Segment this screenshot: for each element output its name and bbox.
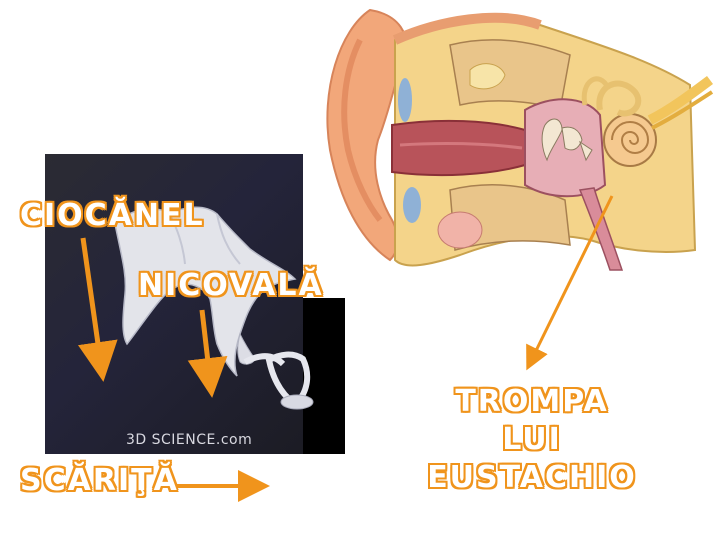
eustachian-arrow	[526, 195, 614, 371]
ossicles-render-panel	[45, 154, 303, 454]
ear-anatomy-illustration	[326, 8, 714, 271]
stirrup-label: SCĂRIŢĂ	[20, 463, 179, 498]
hammer-arrow	[77, 237, 118, 382]
eustachian-label-line1: TROMPA	[455, 384, 609, 419]
ossicles-illustration	[114, 206, 314, 410]
anvil-arrow	[187, 309, 228, 398]
auditory-nerve	[647, 75, 713, 125]
watermark: 3D SCIENCE.com	[126, 432, 253, 448]
eustachian-label-line2: LUI	[502, 422, 562, 457]
cochlea	[603, 113, 657, 167]
eustachian-tube	[578, 187, 624, 271]
malleus-incus-shape	[114, 206, 297, 377]
stapes-shape	[243, 351, 314, 410]
eustachian-label-line3: EUSTACHIO	[427, 460, 637, 495]
anvil-label: NICOVALĂ	[138, 268, 324, 303]
hammer-label: CIOCĂNEL	[20, 198, 205, 233]
